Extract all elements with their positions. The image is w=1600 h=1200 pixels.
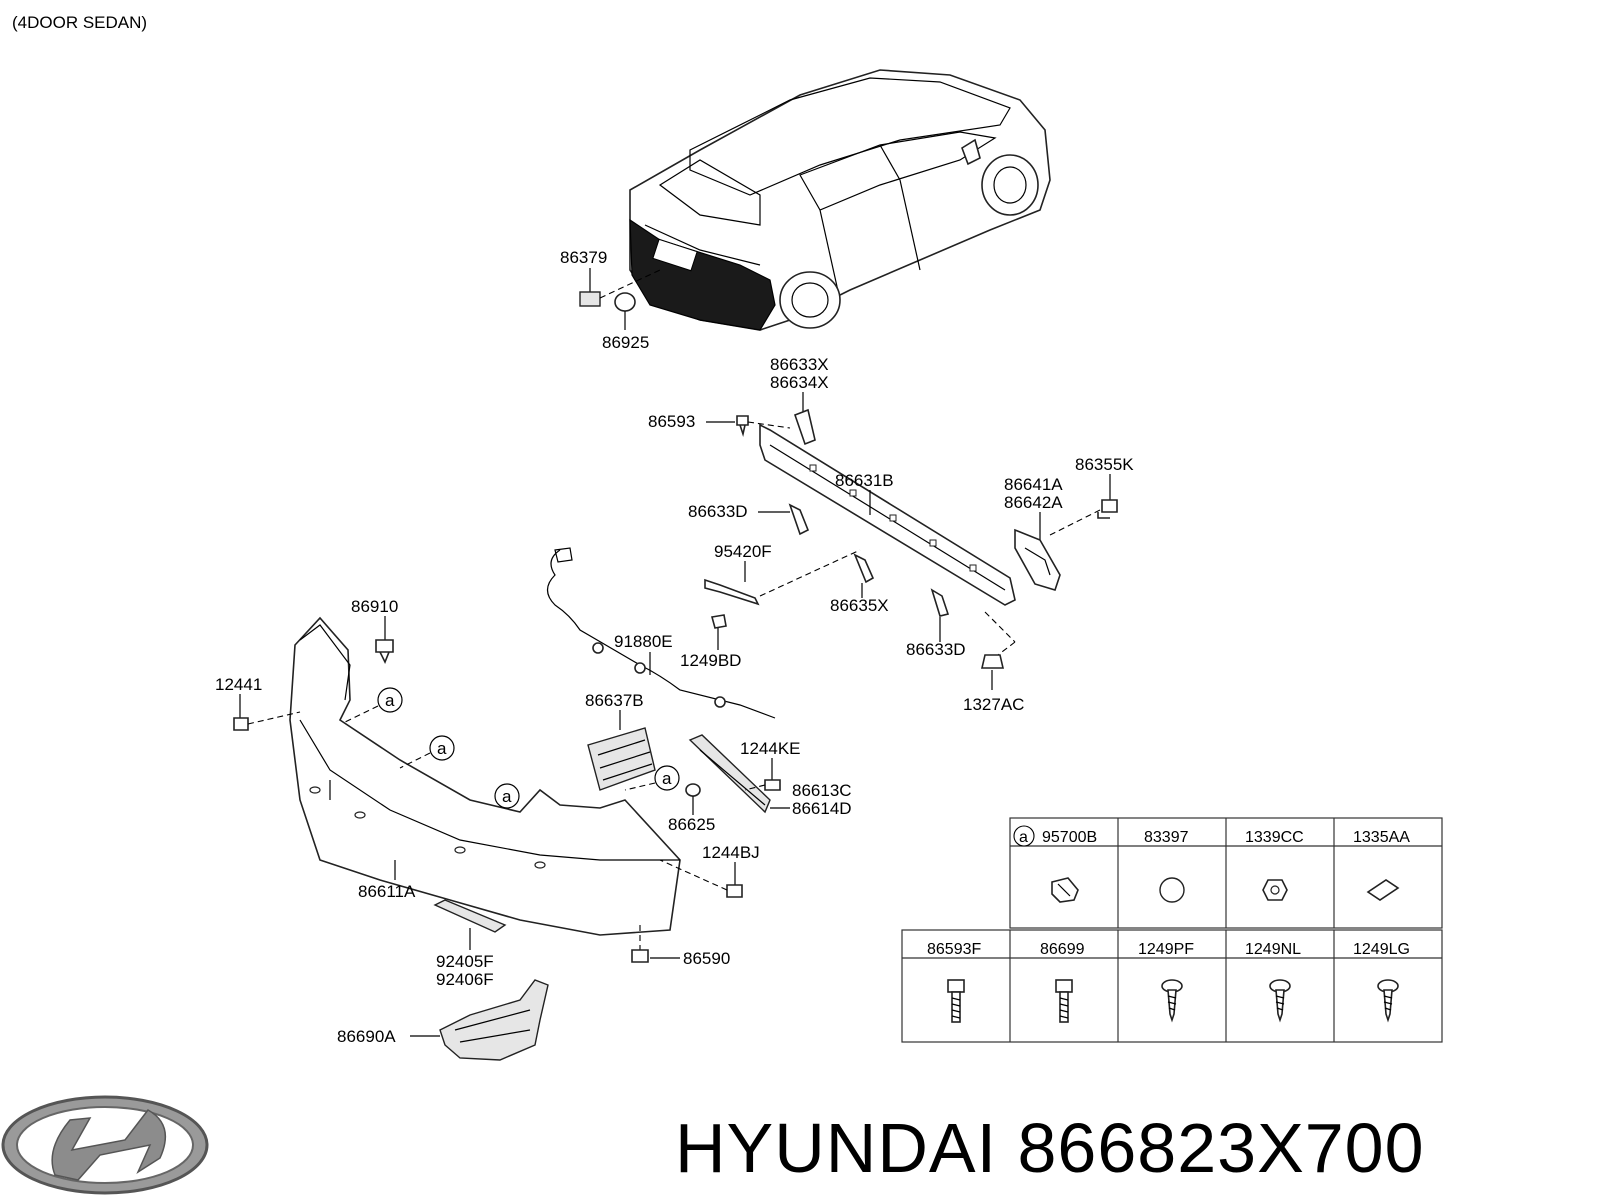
screw-86590	[631, 949, 649, 963]
callout-86625: 86625	[668, 815, 715, 834]
table-header-1335AA: 1335AA	[1353, 829, 1410, 846]
callout-86925: 86925	[602, 333, 649, 352]
callout-1249BD: 1249BD	[680, 651, 741, 670]
callout-1327AC: 1327AC	[963, 695, 1024, 714]
callout-1244BJ: 1244BJ	[702, 843, 760, 862]
table-header-83397: 83397	[1144, 829, 1189, 846]
table-header-1339CC: 1339CC	[1245, 829, 1304, 846]
ref-marker-a-2: a	[399, 735, 455, 769]
bolt-86593F-icon	[947, 979, 965, 1023]
callout-86593: 86593	[648, 412, 695, 431]
plug-83397-icon	[1159, 877, 1185, 903]
bracket-86635X	[853, 553, 875, 584]
plug-86379	[579, 291, 601, 307]
variant-label: (4DOOR SEDAN)	[12, 13, 147, 32]
screw-1244KE	[764, 779, 781, 791]
callout-86379: 86379	[560, 248, 607, 267]
table-header-86699: 86699	[1040, 941, 1085, 958]
svg-text:a: a	[437, 739, 447, 758]
ref-marker-a-4: a	[624, 765, 680, 791]
bolt-86593	[736, 415, 749, 437]
callout-86355K: 86355K	[1075, 455, 1134, 474]
callout-86910: 86910	[351, 597, 398, 616]
clip-95700B-icon	[1051, 877, 1079, 903]
callout-95420F: 95420F	[714, 542, 772, 561]
callout-86633D-upper: 86633D	[688, 502, 748, 521]
table-header-86593F: 86593F	[927, 941, 981, 958]
bracket-86637B	[587, 727, 656, 791]
screw-1249NL-icon	[1269, 979, 1291, 1023]
callout-1244KE: 1244KE	[740, 739, 801, 758]
bolt-86355K	[1097, 499, 1118, 519]
callout-86614D: 86614D	[792, 799, 852, 818]
wiring-harness-91880E	[546, 549, 776, 719]
callout-86633X: 86633X	[770, 355, 829, 374]
table-header-1249NL: 1249NL	[1245, 941, 1301, 958]
brand-part-number: HYUNDAI 866823X700	[675, 1109, 1425, 1187]
ref-marker-a-1: a	[344, 687, 403, 723]
bracket-95420F	[704, 578, 760, 606]
nut-1327AC	[980, 654, 1005, 669]
clip-86625	[685, 783, 701, 797]
callout-86690A: 86690A	[337, 1027, 396, 1046]
table-header-95700B: 95700B	[1042, 829, 1097, 846]
svg-text:a: a	[662, 769, 672, 788]
bracket-86633D-upper	[788, 503, 810, 536]
plug-86925	[614, 292, 636, 312]
svg-text:a: a	[502, 787, 512, 806]
callout-86634X: 86634X	[770, 373, 829, 392]
table-header-1249LG: 1249LG	[1353, 941, 1410, 958]
callout-86637B: 86637B	[585, 691, 644, 710]
callout-86642A: 86642A	[1004, 493, 1063, 512]
callout-86631B: 86631B	[835, 471, 894, 490]
parts-table: a 95700B 83397 1339CC 1335AA 86593F 8669…	[901, 817, 1443, 1043]
callout-91880E: 91880E	[614, 632, 673, 651]
screw-1249LG-icon	[1377, 979, 1399, 1023]
screw-12441	[233, 717, 249, 731]
ref-marker-a-3: a	[494, 783, 520, 809]
bracket-86633D-lower	[930, 588, 950, 617]
callout-86633D-lower: 86633D	[906, 640, 966, 659]
reflector-92405F	[433, 899, 507, 933]
bracket-86641A	[1014, 528, 1061, 591]
callout-86613C: 86613C	[792, 781, 852, 800]
bracket-86633X	[793, 408, 816, 446]
table-ref-marker-text: a	[1019, 829, 1028, 846]
table-header-1249PF: 1249PF	[1138, 941, 1194, 958]
bumper-cover-86611A	[289, 616, 681, 936]
callout-92405F: 92405F	[436, 952, 494, 971]
callout-12441: 12441	[215, 675, 262, 694]
callout-86590: 86590	[683, 949, 730, 968]
clip-86910	[375, 639, 394, 664]
callout-86611A: 86611A	[358, 882, 416, 901]
hyundai-logo-icon	[1, 1095, 209, 1195]
clip-1249BD	[710, 614, 727, 629]
callout-86641A: 86641A	[1004, 475, 1063, 494]
screw-1244BJ	[726, 884, 743, 898]
screw-1249PF-icon	[1161, 979, 1183, 1023]
clip-1335AA-icon	[1366, 879, 1400, 901]
svg-text:a: a	[385, 691, 395, 710]
car-illustration	[629, 69, 1051, 331]
callout-92406F: 92406F	[436, 970, 494, 989]
callout-86635X: 86635X	[830, 596, 889, 615]
bolt-86699-icon	[1055, 979, 1073, 1023]
rear-beam-86631B	[759, 423, 1016, 606]
table-ref-marker	[1013, 825, 1035, 847]
